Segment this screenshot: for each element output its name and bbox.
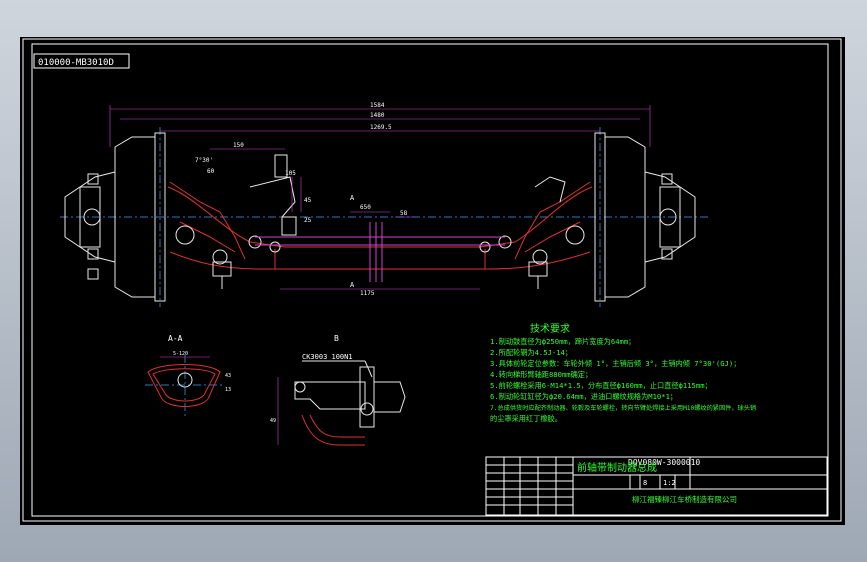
dim-25: 25	[304, 217, 312, 224]
tech-req-line-8: 的尘罩采用红丁橡胶。	[490, 414, 562, 423]
section-aa-profile	[147, 364, 221, 407]
tech-req-title: 技术要求	[530, 322, 570, 335]
technical-requirements: 技术要求 1.制动鼓直径为ф250mm，蹄片宽度为64mm； 2.所配轮辋为4.…	[490, 322, 756, 423]
tech-req-line-3: 3.具体前轮定位参数：车轮外倾 1°，主销后倾 3°，主销内倾 7°30'(GJ…	[490, 359, 740, 368]
mirrored-code: 010000-MB3010D	[38, 58, 114, 68]
dim-58: 58	[400, 210, 408, 217]
tech-req-line-1: 1.制动鼓直径为ф250mm，蹄片宽度为64mm；	[490, 337, 635, 346]
scale-b: 1:2	[663, 479, 676, 487]
section-a-bottom: A	[350, 281, 355, 289]
cad-drawing-canvas: 010000-MB3010D	[20, 37, 845, 525]
dim-1269: 1269.5	[370, 124, 392, 131]
detail-b-label: B	[334, 334, 339, 343]
inner-frame	[31, 43, 829, 517]
dim-60: 60	[207, 168, 215, 175]
code-box	[33, 53, 130, 69]
dim-105: 105	[285, 170, 296, 177]
axle-beam-top	[167, 186, 593, 248]
detail-b-callout: CK3003 100N1	[302, 353, 353, 361]
drawing-svg: 010000-MB3010D	[22, 38, 842, 522]
dim-7-30: 7°30'	[195, 157, 213, 164]
section-aa-dim-h1: 43	[225, 373, 231, 379]
scale-a: 8	[643, 479, 647, 487]
dim-1175: 1175	[360, 290, 375, 297]
dim-1480: 1480	[370, 112, 385, 119]
tech-req-line-5: 5.前轮螺栓采用6-M14*1.5，分布直径ф160mm，止口直径ф115mm；	[490, 381, 712, 390]
dim-150: 150	[233, 142, 244, 149]
detail-b: B CK3003 100N1 49	[270, 334, 406, 446]
dim-1584: 1584	[370, 102, 385, 109]
section-aa-dim-h2: 13	[225, 387, 231, 393]
tech-req-line-2: 2.所配轮辋为4.5J-14；	[490, 348, 572, 357]
part-code: DQV080W-3000010	[628, 458, 700, 467]
dim-45: 45	[304, 197, 312, 204]
section-aa-label: A-A	[168, 334, 183, 343]
tech-req-line-4: 4.转向梯形臂轴距880mm确定；	[490, 370, 592, 379]
section-a-top: A	[350, 194, 355, 202]
detail-b-body	[294, 381, 366, 410]
tech-req-line-6: 6.制动轮缸缸径为ф20.64mm，进油口螺纹规格为M10*1；	[490, 392, 677, 401]
outer-frame	[22, 38, 842, 522]
axle-elevation: 1584 1480 1269.5 150 7°30' 60 105 45 25 …	[60, 102, 710, 307]
axle-beam-bottom	[169, 251, 591, 270]
section-aa: A-A 5-120 43 13	[145, 334, 231, 417]
tech-req-line-7: 7.总成供货时应配齐制动器、轮毂及车轮螺栓，转向节臂处焊接上采用M10螺纹的紧固…	[490, 404, 756, 412]
company-name: 柳江福臻柳江车桥制造有限公司	[632, 494, 737, 504]
section-aa-dim-width: 5-120	[173, 351, 188, 357]
part-name: 前轴带制动器总成	[577, 461, 657, 474]
dim-650: 650	[360, 204, 371, 211]
title-block: DQV080W-3000010 前轴带制动器总成 8 1:2 柳江福臻柳江车桥制…	[485, 456, 828, 516]
detail-b-dim: 49	[270, 418, 276, 424]
